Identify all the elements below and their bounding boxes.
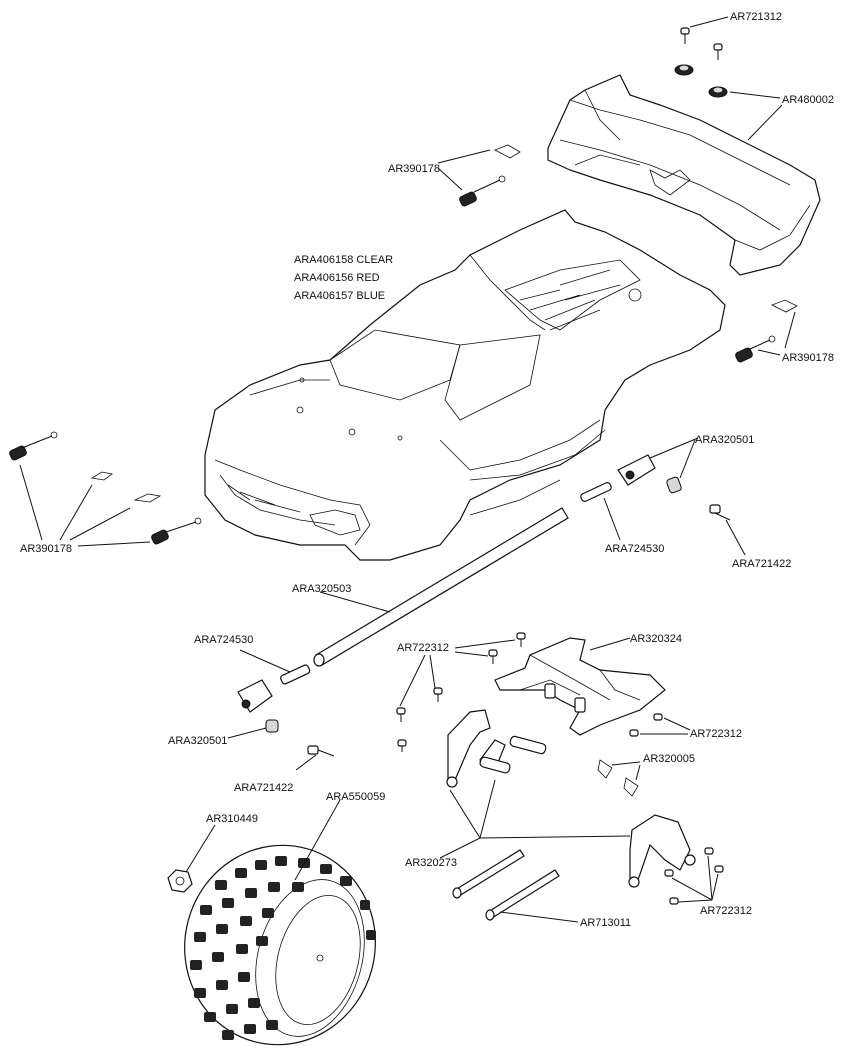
hinge-pins	[452, 849, 560, 921]
screws-right	[629, 713, 663, 737]
label-ar320324: AR320324	[630, 633, 682, 645]
wheel-nut	[167, 869, 193, 893]
label-body-blue: ARA406157 BLUE	[294, 290, 385, 302]
label-ara721422-left: ARA721422	[234, 782, 293, 794]
label-ar722312-top: AR722312	[397, 642, 449, 654]
rear-wing	[547, 74, 821, 276]
label-ara320501-right: ARA320501	[695, 434, 754, 446]
label-ar722312-right: AR722312	[690, 728, 742, 740]
wing-screws	[674, 27, 728, 98]
label-ar713011: AR713011	[580, 917, 631, 929]
label-ara721422-right: ARA721422	[732, 558, 791, 570]
label-ara724530-left: ARA724530	[194, 634, 253, 646]
label-ar390178-right: AR390178	[782, 352, 834, 364]
label-ara320503: ARA320503	[292, 583, 351, 595]
label-ar721312: AR721312	[730, 11, 782, 23]
label-ar310449: AR310449	[206, 813, 258, 825]
label-ar390178-top: AR390178	[388, 163, 440, 175]
body-clips-top	[459, 144, 521, 207]
body-mount-left	[237, 664, 335, 757]
label-ar320005: AR320005	[643, 753, 695, 765]
label-body-clear: ARA406158 CLEAR	[294, 254, 393, 266]
label-ara724530-right: ARA724530	[605, 543, 664, 555]
bumper-linkage	[446, 709, 696, 888]
label-body-red: ARA406156 RED	[294, 272, 380, 284]
truck-body-shell	[204, 209, 726, 561]
body-clips-right	[735, 299, 798, 363]
wheel-tire	[184, 844, 376, 1046]
body-post	[313, 507, 569, 667]
label-ara320501-left: ARA320501	[168, 735, 227, 747]
label-ara550059: ARA550059	[326, 791, 385, 803]
screws-top	[396, 632, 526, 752]
body-mount-right	[580, 454, 731, 521]
label-ar390178-left: AR390178	[20, 543, 72, 555]
part-labels: AR721312 AR480002 AR390178 ARA406158 CLE…	[20, 11, 834, 929]
label-ar320273: AR320273	[405, 857, 457, 869]
label-ar480002: AR480002	[782, 94, 834, 106]
clips	[597, 759, 639, 797]
body-clips-left	[9, 431, 202, 545]
rear-bumper	[494, 637, 666, 736]
label-ar722312-bottom: AR722312	[700, 905, 752, 917]
screws-bottom	[664, 847, 724, 905]
